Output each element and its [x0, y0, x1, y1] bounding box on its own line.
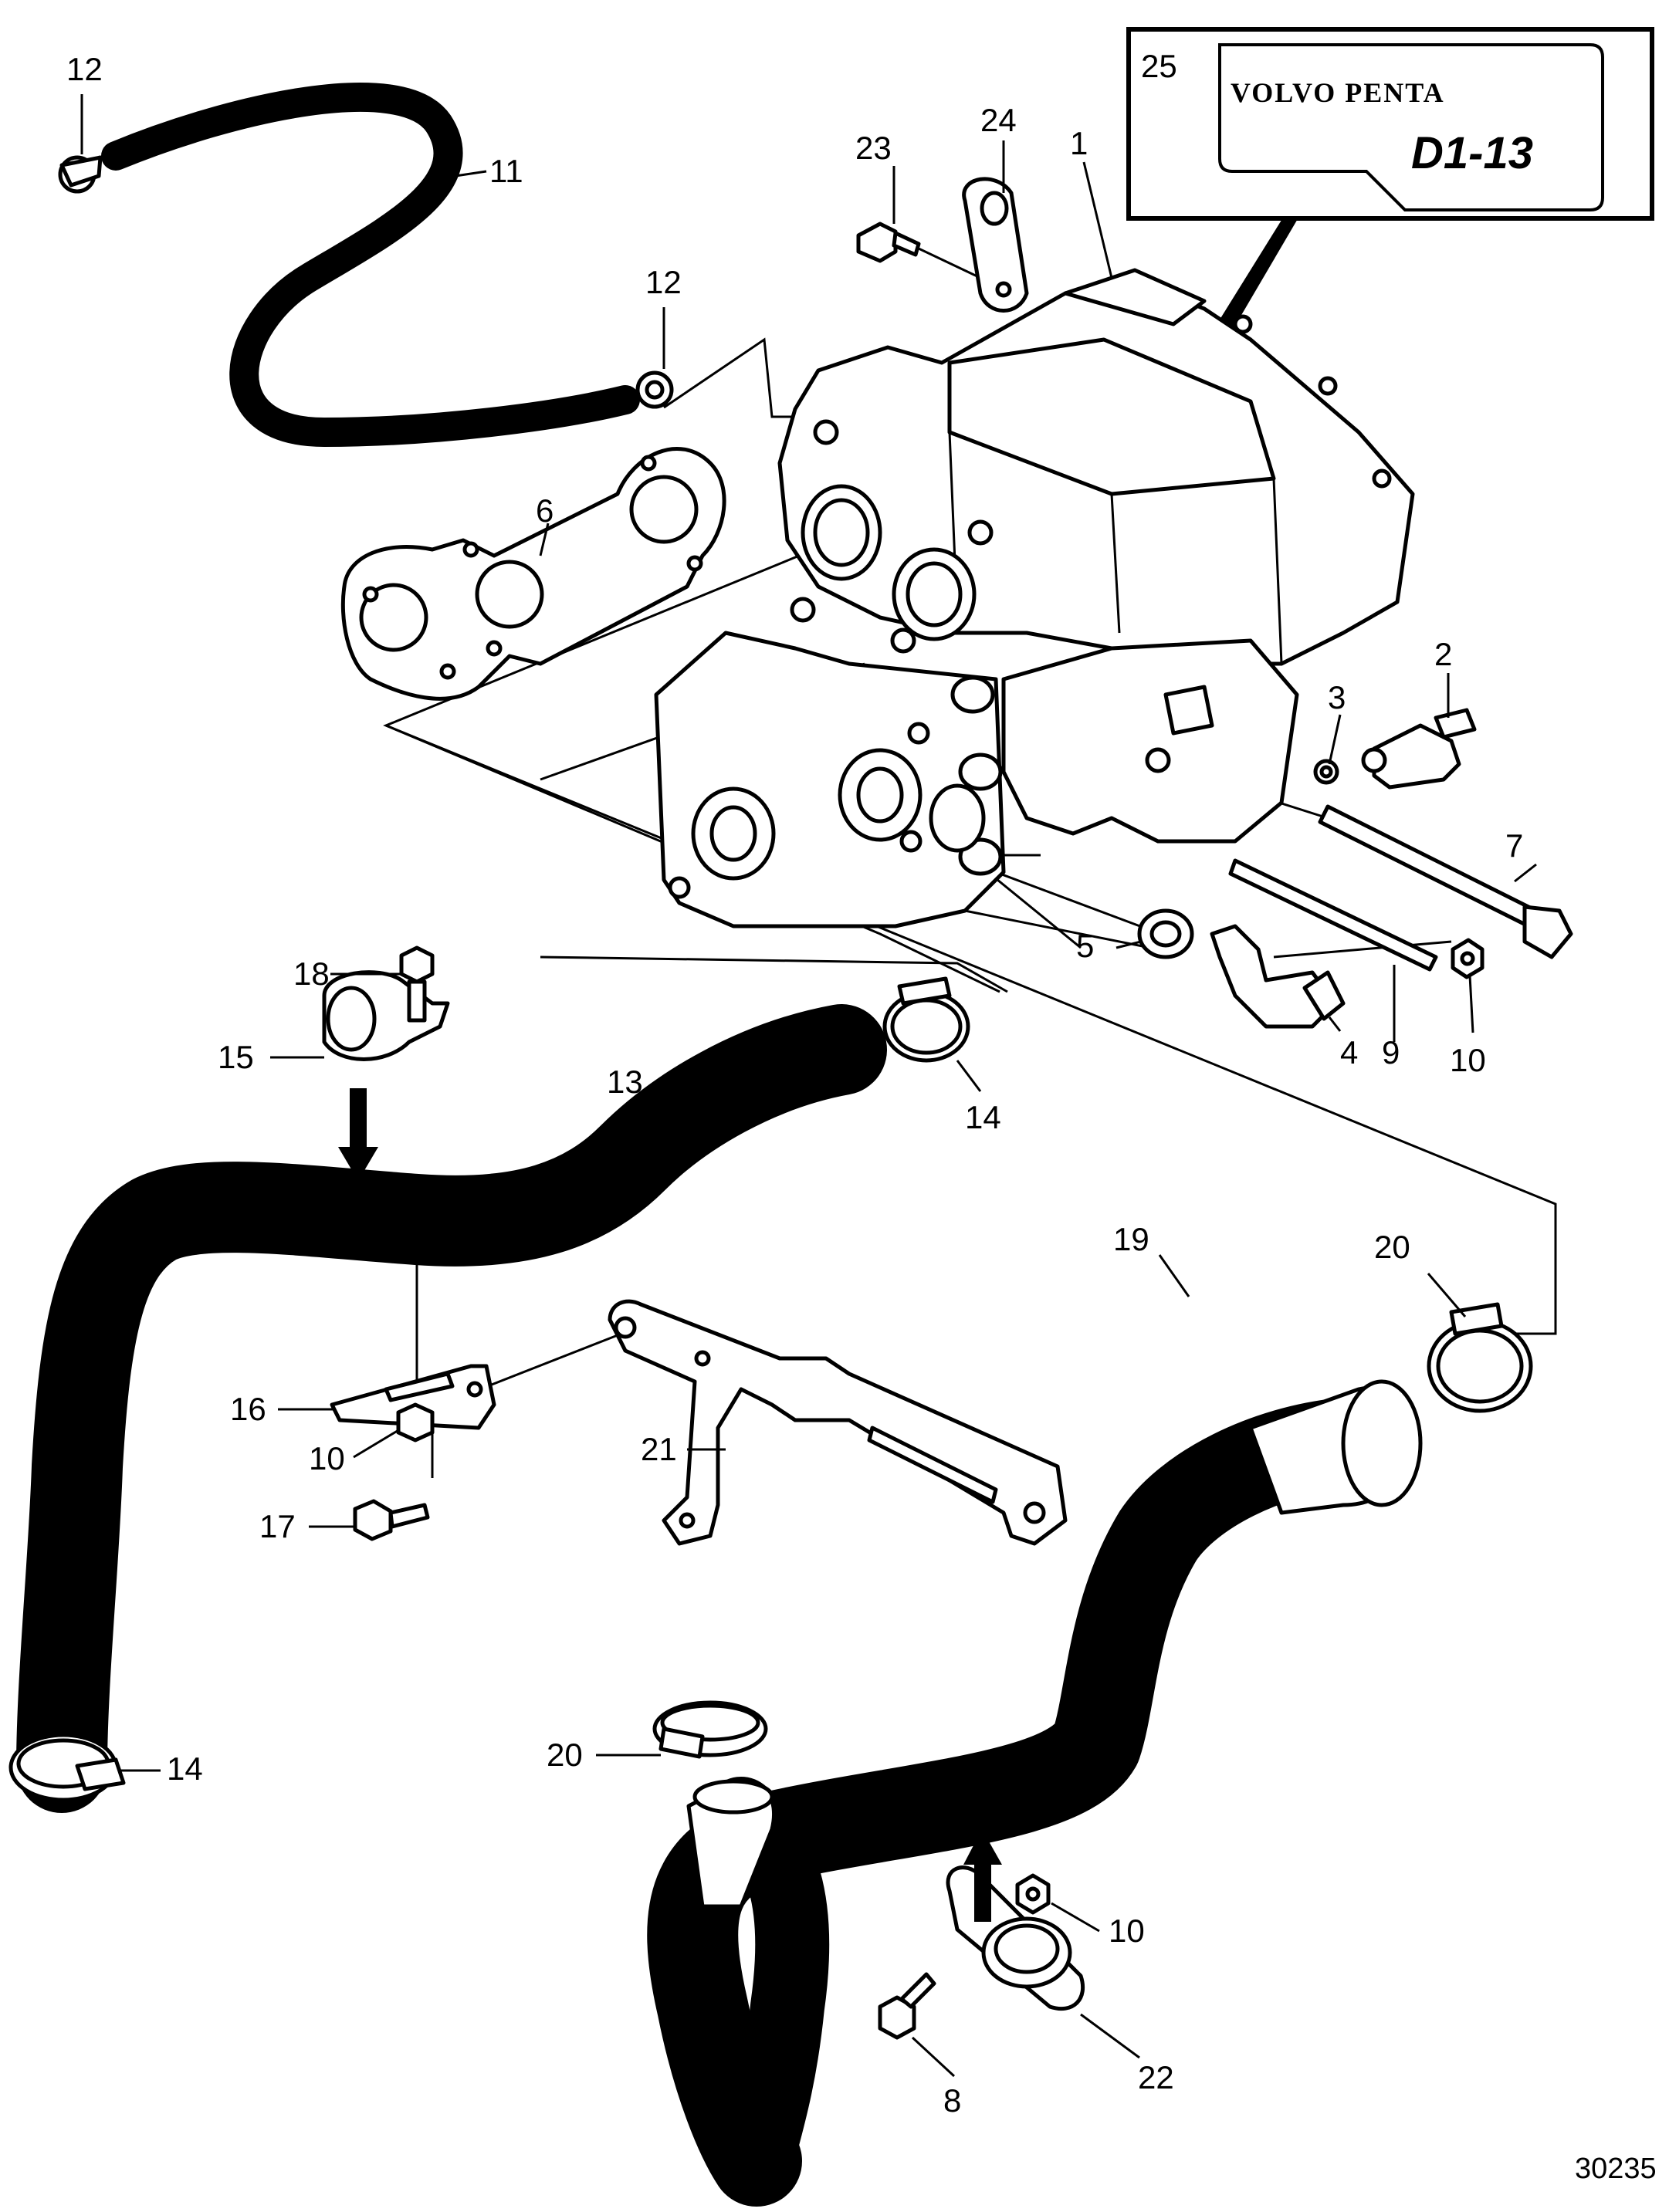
callout-1: 1	[1070, 125, 1088, 161]
exchanger-housing	[654, 631, 1299, 928]
bolt-17	[353, 1499, 430, 1541]
callout-14-lower: 14	[167, 1750, 203, 1787]
clamp-14-lower	[8, 1733, 126, 1802]
nut-10-lower	[1015, 1873, 1051, 1915]
callout-20-upper: 20	[1374, 1229, 1410, 1265]
heat-exchanger-1	[777, 268, 1415, 666]
clamp-22	[946, 1865, 1085, 2011]
gasket-6	[340, 447, 726, 701]
callout-10-lower: 10	[1109, 1913, 1145, 1949]
bracket-16	[330, 1364, 496, 1430]
callout-12-top: 12	[66, 51, 103, 87]
nut-10-upper	[1451, 938, 1484, 979]
callout-20-lower: 20	[547, 1737, 583, 1773]
callout-10-upper: 10	[1450, 1042, 1486, 1078]
callout-5: 5	[1076, 928, 1094, 964]
hose-13	[16, 1004, 887, 1813]
callout-24: 24	[980, 102, 1017, 138]
callout-16: 16	[230, 1391, 266, 1427]
callout-17: 17	[259, 1508, 296, 1544]
arrow-up	[963, 1829, 1002, 1922]
hose-11	[101, 83, 640, 447]
washer-3	[1313, 759, 1339, 785]
callout-22: 22	[1138, 2059, 1174, 2095]
callout-19: 19	[1113, 1221, 1149, 1257]
bolt-23	[856, 222, 981, 279]
callout-18: 18	[293, 955, 330, 992]
stud-9	[1228, 858, 1438, 972]
callout-23: 23	[855, 130, 892, 166]
clamp-20-lower	[652, 1700, 768, 1759]
clamp-12-top	[58, 155, 103, 194]
clip-15	[322, 970, 450, 1061]
callout-13: 13	[607, 1064, 643, 1100]
brand-text: VOLVO PENTA	[1231, 77, 1445, 108]
callout-11: 11	[489, 153, 523, 189]
decal-inset: 25 VOLVO PENTA D1-13	[1126, 27, 1654, 432]
callout-8: 8	[943, 2082, 961, 2119]
washer-5	[1137, 908, 1194, 959]
callout-10-left: 10	[309, 1440, 345, 1476]
nut-10-left	[396, 1402, 435, 1443]
arrow-down	[338, 1088, 378, 1181]
callout-7: 7	[1505, 827, 1523, 864]
clamp-20-upper	[1427, 1302, 1533, 1413]
callout-6: 6	[536, 492, 554, 529]
callout-3: 3	[1328, 679, 1346, 715]
figure-reference-number: 30235	[1575, 2153, 1657, 2185]
clamp-12-mid	[635, 370, 674, 409]
hose-19	[647, 1379, 1423, 2207]
model-text: D1-13	[1411, 128, 1533, 178]
bolt-8	[878, 1972, 936, 2040]
callout-21: 21	[641, 1431, 677, 1467]
sensor-4	[1210, 924, 1346, 1029]
callout-12-mid: 12	[645, 264, 682, 300]
callout-leaders	[80, 94, 1537, 2078]
bracket-24	[962, 177, 1029, 313]
clamp-14-upper	[882, 976, 970, 1063]
callout-labels: 12 11 12 6 23 24 1 2 3 7 5 4 9 10 14 18 …	[66, 51, 1523, 2119]
callout-2: 2	[1434, 636, 1452, 672]
bracket-21	[608, 1299, 1068, 1546]
sensor-2	[1361, 708, 1477, 790]
stud-7	[1318, 804, 1573, 959]
callout-9: 9	[1382, 1034, 1400, 1070]
callout-14-upper: 14	[965, 1099, 1001, 1135]
callout-4: 4	[1340, 1034, 1358, 1070]
callout-25: 25	[1141, 48, 1177, 84]
callout-15: 15	[218, 1039, 254, 1075]
